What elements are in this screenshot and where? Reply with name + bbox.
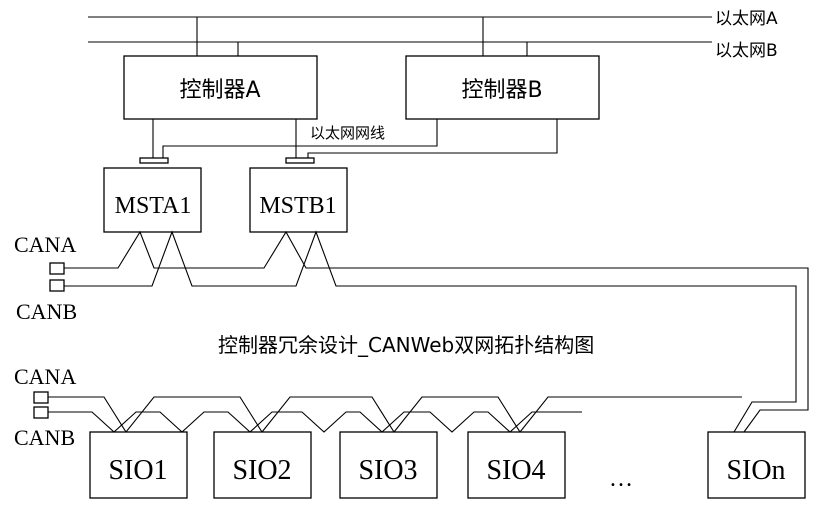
sio-1-label: SIO1 (108, 455, 167, 486)
cable-ctrl-b-msta (162, 119, 438, 158)
lower-cana-port (33, 391, 49, 404)
ethernet-a-label: 以太网A (715, 9, 778, 29)
upper-cana-label: CANA (14, 232, 76, 257)
sio-4-label: SIO4 (486, 455, 545, 486)
msta-box (103, 167, 202, 233)
controller-a-box (123, 55, 318, 120)
sio-2-label: SIO2 (232, 455, 291, 486)
lower-canb-label: CANB (14, 425, 75, 450)
sio-3-label: SIO3 (358, 455, 417, 486)
upper-cana-port (49, 262, 65, 275)
can-a-upper-wire (64, 230, 809, 433)
lower-canb-port (33, 406, 49, 419)
sio-4-box (467, 431, 566, 499)
ethernet-b-label: 以太网B (715, 41, 778, 61)
sio-ellipsis: … (609, 466, 633, 492)
cable-ctrl-b-mstb (307, 119, 558, 158)
controller-a-label: 控制器A (179, 78, 260, 103)
mstb-ethernet-port (285, 157, 315, 164)
ethernet-cable-label: 以太网网线 (310, 124, 385, 142)
msta-label: MSTA1 (115, 193, 192, 219)
mstb-label: MSTB1 (259, 193, 336, 219)
upper-canb-label: CANB (16, 299, 77, 324)
can-b-upper-wire (64, 230, 797, 433)
sio-3-box (339, 431, 438, 499)
sio-2-box (213, 431, 312, 499)
upper-canb-port (49, 279, 65, 292)
mstb-box (249, 167, 348, 233)
msta-ethernet-port (139, 157, 169, 164)
sio-1-box (89, 431, 188, 499)
diagram-title: 控制器冗余设计_CANWeb双网拓扑结构图 (218, 333, 594, 357)
lower-cana-label: CANA (14, 364, 76, 389)
controller-b-label: 控制器B (461, 78, 542, 103)
controller-b-box (405, 55, 600, 120)
sio-n-box (707, 431, 806, 499)
can-b-lower-chain (48, 411, 582, 433)
can-a-lower-chain (48, 396, 742, 433)
sio-n-label: SIOn (726, 455, 785, 486)
